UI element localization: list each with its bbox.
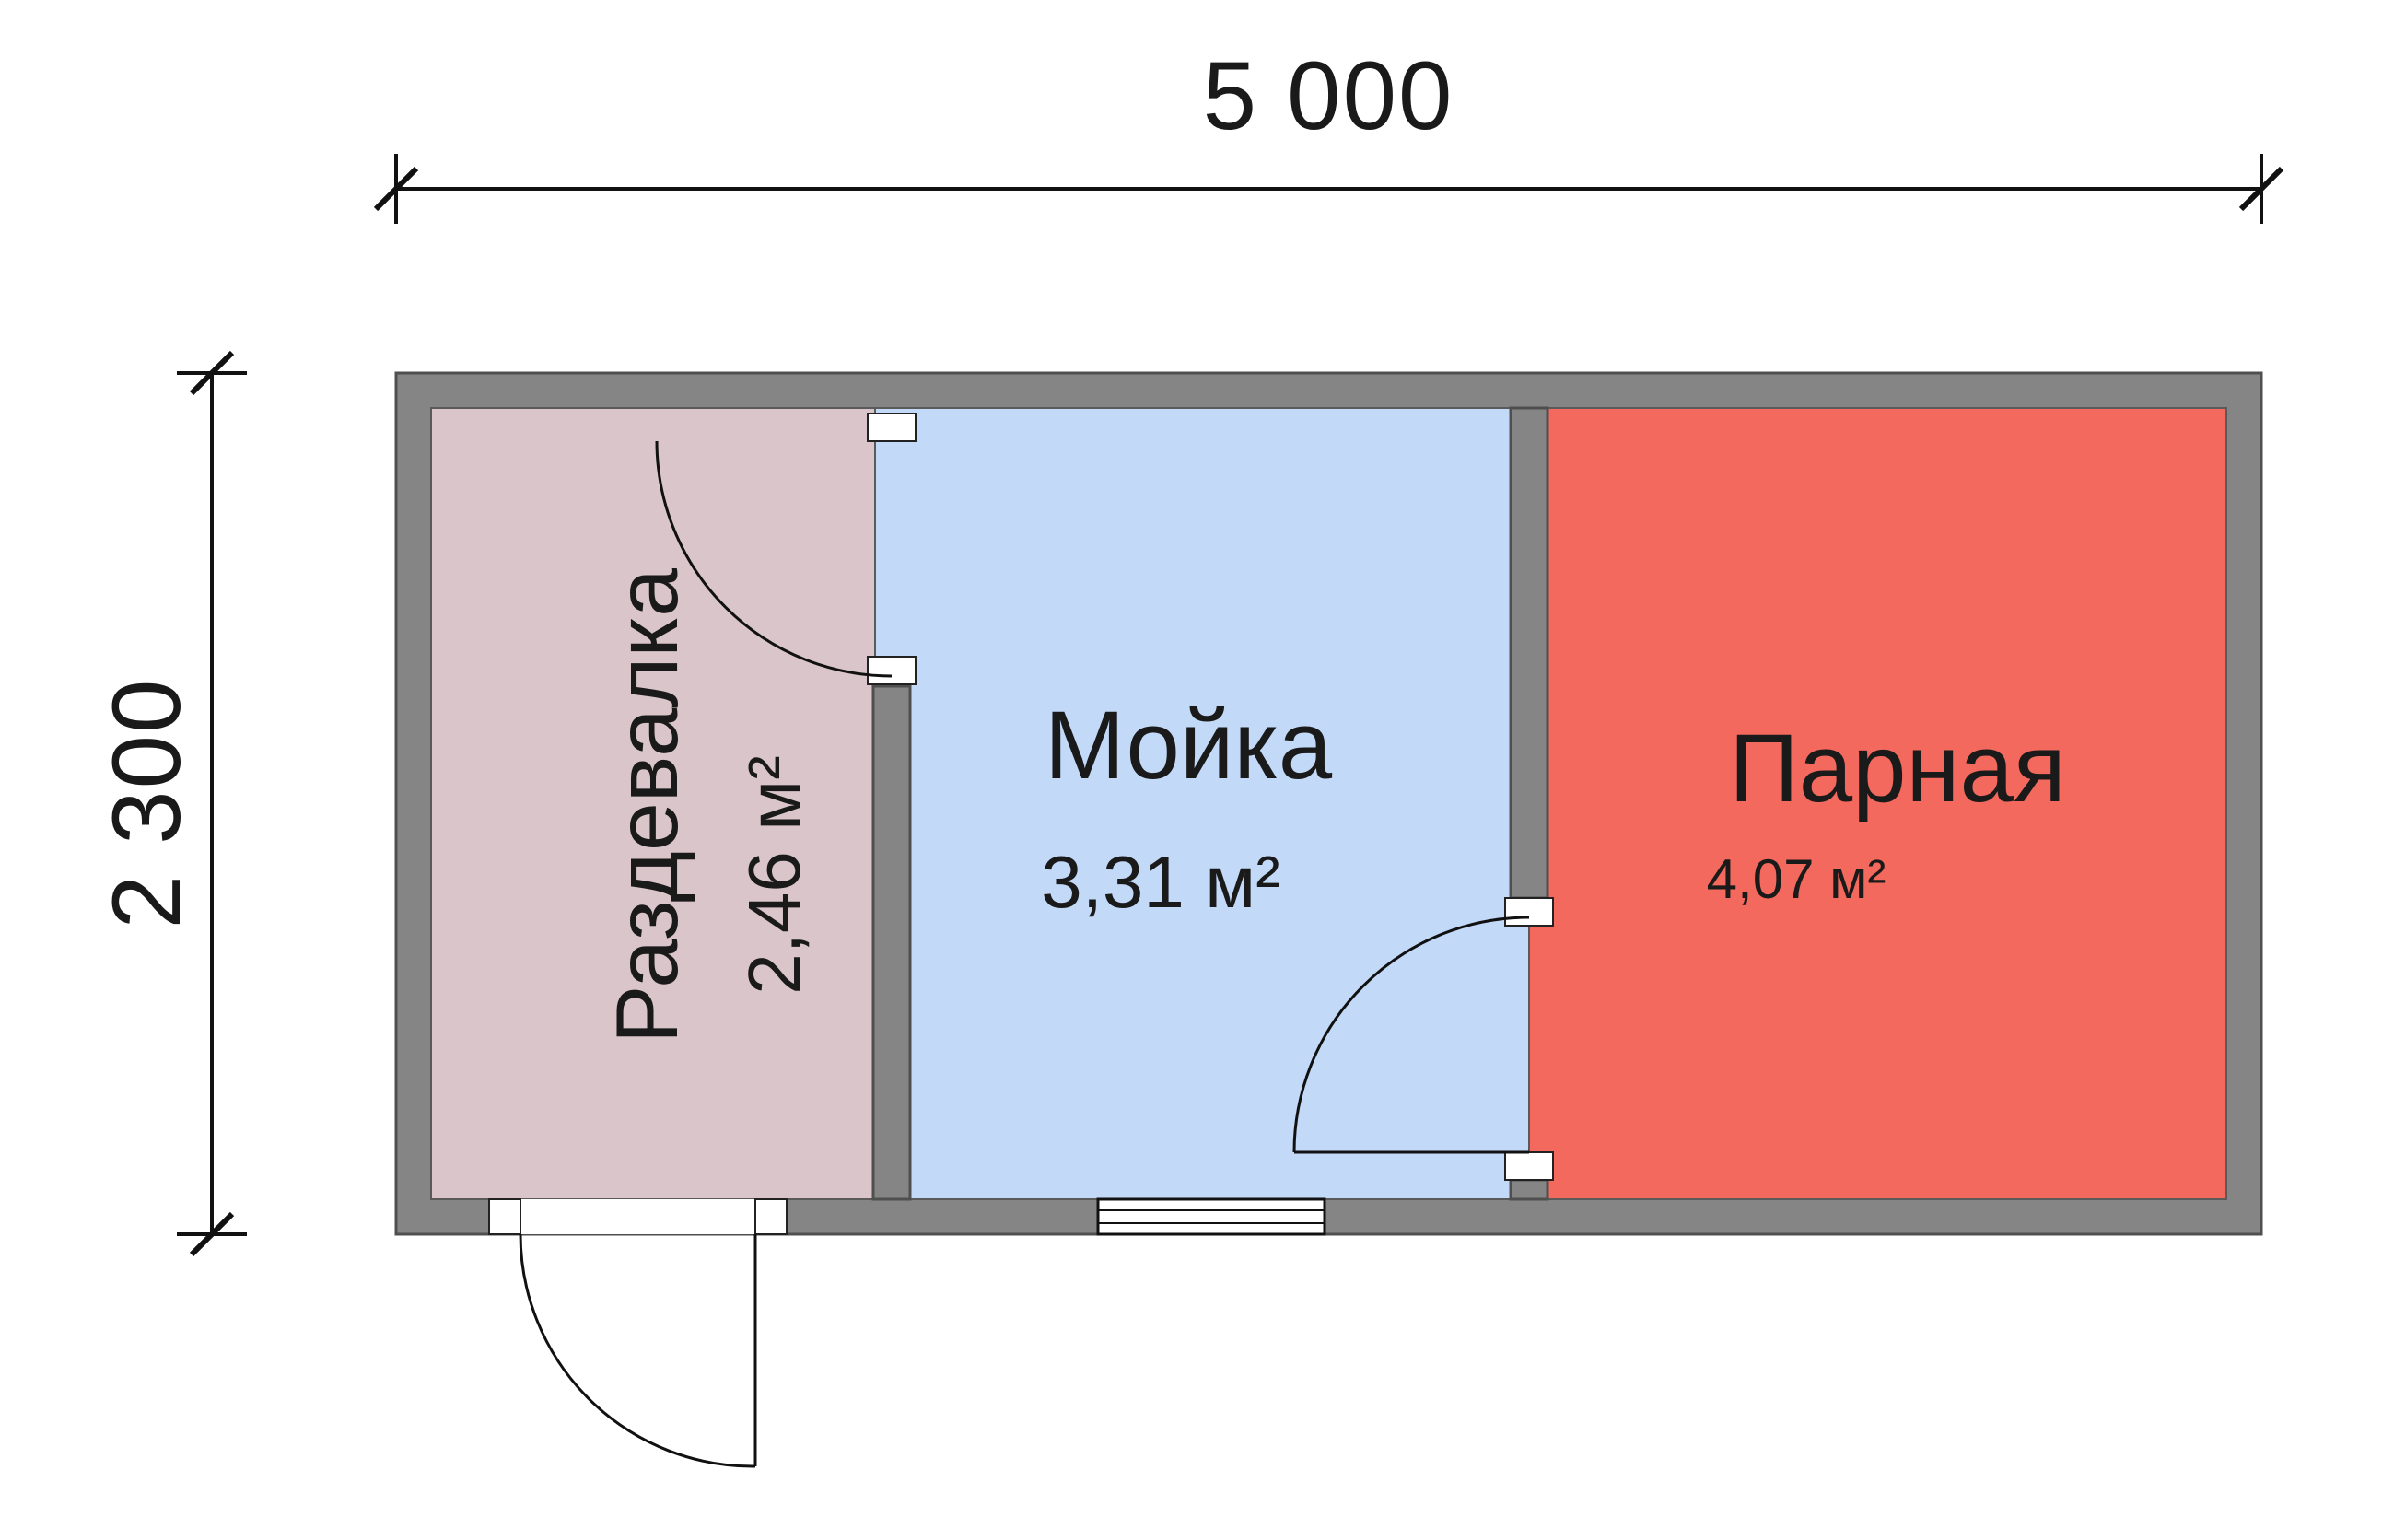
entry-door-swing-arc — [519, 1233, 756, 1468]
door-2-swing-arc — [1292, 916, 1530, 1153]
dimension-top: 5 000 — [373, 42, 2284, 224]
dimension-left-slash-top — [189, 350, 235, 396]
door-1-jamb-bottom — [867, 656, 917, 685]
door-1-jamb-top — [867, 413, 917, 442]
door-1-swing-arc — [655, 440, 893, 678]
entry-door-opening — [520, 1199, 755, 1234]
room-steam-label: Парная — [1729, 715, 2066, 822]
dimension-width-label: 5 000 — [1203, 42, 1454, 150]
dimension-left: 2 300 — [93, 350, 247, 1257]
interior-wall-2-stub — [1509, 1178, 1549, 1201]
room-changing — [430, 407, 876, 1200]
dimension-top-slash-right — [2238, 166, 2284, 212]
dimension-left-slash-bottom — [189, 1211, 235, 1257]
room-changing-label: Раздевалка — [599, 568, 696, 1044]
window — [1096, 1197, 1326, 1236]
room-washing-area: 3,31 м² — [1041, 841, 1280, 923]
room-washing-label: Мойка — [1045, 692, 1333, 799]
window-frame — [1096, 1197, 1326, 1236]
door-2-jamb-top — [1504, 897, 1554, 927]
interior-wall-1 — [871, 684, 912, 1201]
room-steam-area: 4,07 м² — [1707, 848, 1886, 910]
dimension-height-label: 2 300 — [93, 678, 201, 929]
entry-door-jamb-right — [754, 1198, 788, 1235]
room-steam — [1528, 407, 2227, 1200]
door-2-jamb-bottom — [1504, 1151, 1554, 1181]
dimension-top-slash-left — [373, 166, 419, 212]
room-changing-area: 2,46 м² — [733, 755, 815, 995]
entry-door-jamb-left — [488, 1198, 521, 1235]
room-washing — [874, 407, 1530, 1200]
interior-wall-2 — [1509, 406, 1549, 900]
